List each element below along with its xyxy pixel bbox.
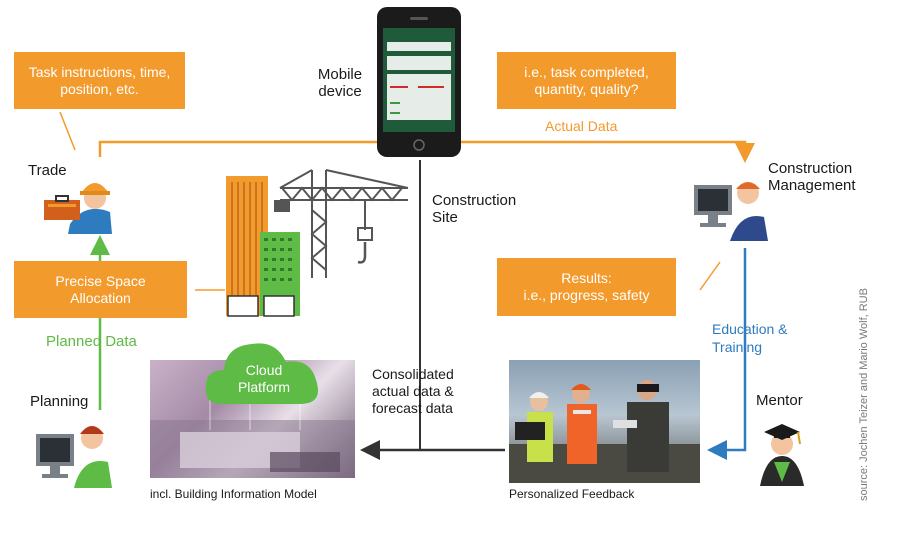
planned-data-label: Planned Data <box>46 333 137 350</box>
task-completed-box: i.e., task completed, quantity, quality? <box>497 52 676 109</box>
mobile-phone-icon <box>376 6 462 158</box>
education-arrow <box>707 248 747 460</box>
mentor-icon <box>752 412 812 487</box>
results-callout-line <box>699 261 721 291</box>
personalized-feedback-label: Personalized Feedback <box>509 487 635 501</box>
planning-label: Planning <box>30 393 89 410</box>
mobile-device-label: Mobile device <box>317 66 363 100</box>
actual-data-label: Actual Data <box>545 118 618 134</box>
source-credit: source: Jochen Teizer and Mario Wolf, RU… <box>858 288 870 501</box>
worker-icon <box>40 162 122 236</box>
trade-label: Trade <box>28 162 67 179</box>
task-instructions-box: Task instructions, time, position, etc. <box>14 52 185 109</box>
education-training-label: Education & Training <box>712 321 788 355</box>
task-completed-text: i.e., task completed, quantity, quality? <box>524 63 649 97</box>
building-icon <box>222 172 312 320</box>
construction-site-label: Construction Site <box>432 192 517 226</box>
precise-space-box: Precise Space Allocation <box>14 261 187 318</box>
precise-space-text: Precise Space Allocation <box>55 272 146 306</box>
task-callout-line <box>59 111 76 151</box>
consolidated-label: Consolidated actual data & forecast data <box>372 366 454 416</box>
results-box: Results: i.e., progress, safety <box>497 258 676 316</box>
feedback-photo <box>509 360 700 483</box>
results-title: Results: <box>561 270 612 286</box>
mentor-label: Mentor <box>756 392 803 409</box>
bim-photo <box>150 360 355 478</box>
manager-icon <box>690 165 772 243</box>
cloud-icon <box>200 332 325 412</box>
planner-icon <box>28 412 118 490</box>
construction-management-label: Construction Management <box>768 160 856 194</box>
bim-label: incl. Building Information Model <box>150 487 317 501</box>
crane-icon <box>270 160 415 280</box>
results-body: i.e., progress, safety <box>523 287 650 303</box>
task-instructions-text: Task instructions, time, position, etc. <box>28 63 171 97</box>
cloud-platform-label: Cloud Platform <box>237 362 291 395</box>
